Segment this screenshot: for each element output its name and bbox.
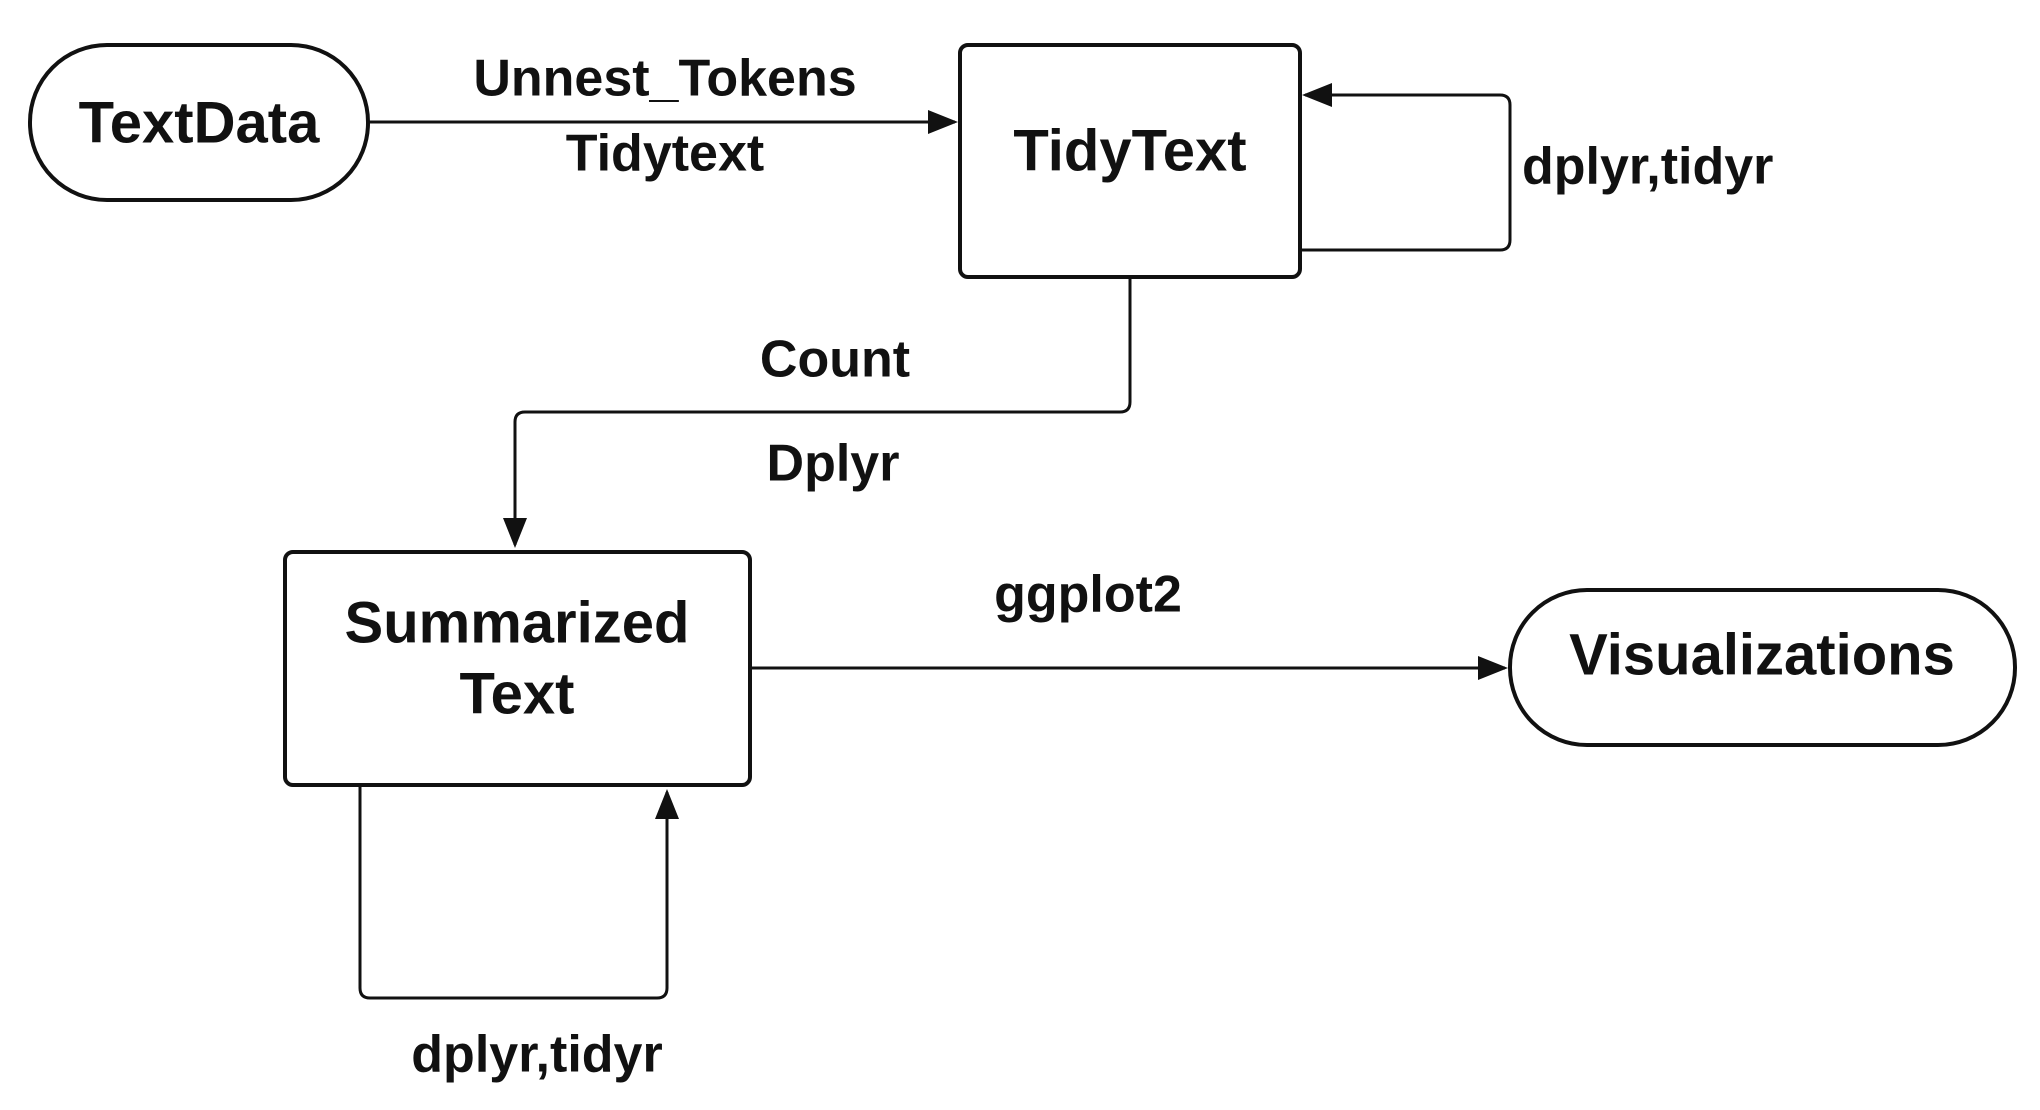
edge-label-dplyr-tidyr: dplyr,tidyr [411, 1026, 662, 1084]
arrow-line [1300, 83, 1512, 252]
edge-label-dplyr: Dplyr [767, 435, 900, 493]
node-summarized-text: Summarized Text [283, 550, 752, 787]
edge-summary-self-loop: dplyr,tidyr [358, 785, 679, 1084]
edge-text-to-tidy: Unnest_Tokens Tidytext [368, 50, 958, 183]
node-visualizations: Visualizations [1508, 588, 2017, 747]
edge-summary-to-vis: ggplot2 [750, 566, 1508, 680]
node-text-data: TextData [28, 43, 370, 202]
node-label-text-data: TextData [79, 90, 320, 155]
node-label-visualizations: Visualizations [1569, 622, 1955, 687]
arrow-line [503, 277, 1132, 548]
edge-label-tidytext: Tidytext [566, 125, 764, 183]
edge-tidy-to-summary: Count Dplyr [503, 277, 1132, 548]
edge-label-ggplot2: ggplot2 [994, 566, 1182, 624]
edge-label-dplyr-tidyr: dplyr,tidyr [1522, 138, 1773, 196]
node-label-tidy-text: TidyText [1013, 118, 1246, 183]
terminal-shape [1508, 588, 2017, 747]
edge-tidy-self-loop: dplyr,tidyr [1300, 83, 1773, 252]
edge-label-unnest-tokens: Unnest_Tokens [473, 50, 856, 108]
arrow-line [358, 785, 679, 1000]
node-label-summarized-line1: Summarized [345, 590, 690, 655]
edge-label-count: Count [760, 331, 910, 389]
node-tidy-text: TidyText [958, 43, 1302, 279]
node-label-summarized-line2: Text [460, 661, 575, 726]
